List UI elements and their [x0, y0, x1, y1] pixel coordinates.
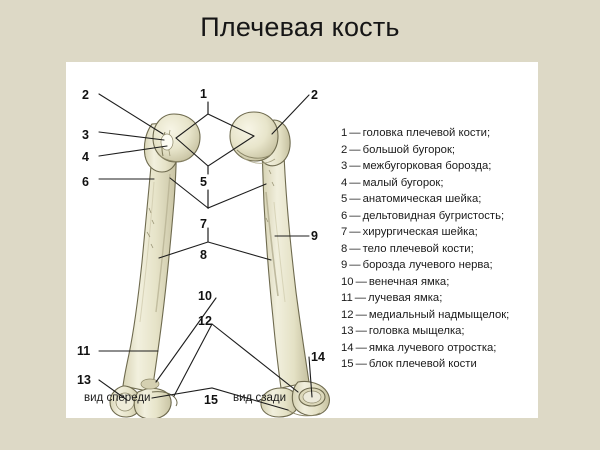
callout-14: 14	[311, 350, 325, 364]
legend-number: 12	[341, 308, 354, 321]
legend-item: 4—малый бугорок;	[341, 175, 536, 192]
legend-number: 6	[341, 209, 348, 222]
callout-4: 4	[82, 150, 89, 164]
legend-text: медиальный надмыщелок;	[368, 308, 510, 321]
legend-number: 15	[341, 358, 354, 370]
callout-6: 6	[82, 175, 89, 189]
legend-number: 3	[341, 160, 348, 172]
callout-13: 13	[77, 373, 91, 387]
callout-1: 1	[200, 87, 207, 101]
legend-number: 9	[341, 259, 348, 271]
legend-dash: —	[355, 275, 367, 288]
legend-number: 14	[341, 341, 354, 354]
legend-text: головка плечевой кости;	[362, 127, 491, 139]
legend-number: 4	[341, 176, 348, 189]
legend-dash: —	[355, 308, 367, 321]
callout-10: 10	[198, 289, 212, 303]
legend-text: борозда лучевого нерва;	[362, 259, 493, 271]
legend-text: дельтовидная бугристость;	[362, 209, 505, 222]
legend-text: венечная ямка;	[368, 275, 450, 288]
legend-number: 2	[341, 143, 348, 156]
callout-5: 5	[200, 175, 207, 189]
legend-item: 3—межбугорковая борозда;	[341, 158, 536, 175]
page-title: Плечевая кость	[200, 12, 400, 42]
bone-posterior	[229, 111, 330, 418]
legend-text: тело плечевой кости;	[362, 242, 474, 255]
humerus-diagram	[98, 93, 330, 418]
callout-2-left: 2	[82, 88, 89, 102]
legend-dash: —	[349, 160, 361, 172]
legend-text: лучевая ямка;	[368, 292, 443, 304]
callout-3: 3	[82, 128, 89, 142]
legend-text: малый бугорок;	[362, 176, 444, 189]
legend-text: головка мыщелка;	[368, 325, 465, 337]
legend-number: 13	[341, 325, 354, 337]
callout-2-right: 2	[311, 88, 318, 102]
callout-15: 15	[204, 393, 218, 407]
legend-item: 14—ямка лучевого отростка;	[341, 340, 536, 357]
callout-11: 11	[77, 344, 91, 358]
callout-7: 7	[200, 217, 207, 231]
legend-item: 1—головка плечевой кости;	[341, 125, 536, 142]
legend-text: ямка лучевого отростка;	[368, 341, 497, 354]
legend-number: 7	[341, 226, 348, 238]
legend-number: 10	[341, 275, 354, 288]
legend-text: межбугорковая борозда;	[362, 160, 492, 172]
legend-item: 7—хирургическая шейка;	[341, 224, 536, 241]
legend-dash: —	[355, 358, 367, 370]
legend-dash: —	[349, 209, 361, 222]
legend-number: 8	[341, 242, 348, 255]
callout-12: 12	[198, 314, 212, 328]
legend-text: хирургическая шейка;	[362, 226, 478, 238]
legend-item: 6—дельтовидная бугристость;	[341, 208, 536, 225]
legend-item: 15—блок плечевой кости	[341, 356, 536, 373]
legend-dash: —	[349, 143, 361, 156]
callout-8: 8	[200, 248, 207, 262]
legend-item: 9—борозда лучевого нерва;	[341, 257, 536, 274]
legend-dash: —	[349, 193, 361, 205]
callout-9: 9	[311, 229, 318, 243]
legend-dash: —	[349, 242, 361, 255]
legend-dash: —	[349, 259, 361, 271]
bone-anterior	[109, 113, 201, 418]
caption-back-view: вид сзади	[233, 392, 286, 404]
legend-dash: —	[349, 127, 361, 139]
legend-number: 5	[341, 193, 348, 205]
legend-item: 5—анатомическая шейка;	[341, 191, 536, 208]
leader-lines	[98, 93, 313, 411]
legend-dash: —	[354, 292, 367, 304]
figure-panel: 1 2 2 3 4 5 6 7 8 9 10 11 12 13 14 15 ви…	[66, 62, 538, 418]
legend-item: 13—головка мыщелка;	[341, 323, 536, 340]
legend-item: 11—лучевая ямка;	[341, 290, 536, 307]
legend-dash: —	[349, 226, 361, 238]
legend-list: 1—головка плечевой кости; 2—большой буго…	[341, 125, 536, 373]
legend-item: 2—большой бугорок;	[341, 142, 536, 159]
legend-item: 10—венечная ямка;	[341, 274, 536, 291]
legend-item: 12—медиальный надмыщелок;	[341, 307, 536, 324]
legend-dash: —	[355, 341, 367, 354]
legend-number: 1	[341, 127, 348, 139]
legend-number: 11	[341, 292, 353, 304]
legend-dash: —	[349, 176, 361, 189]
legend-text: анатомическая шейка;	[362, 193, 482, 205]
caption-front-view: вид спереди	[84, 392, 151, 404]
legend-text: блок плечевой кости	[368, 358, 477, 370]
legend-item: 8—тело плечевой кости;	[341, 241, 536, 258]
legend-text: большой бугорок;	[362, 143, 456, 156]
legend-dash: —	[355, 325, 367, 337]
